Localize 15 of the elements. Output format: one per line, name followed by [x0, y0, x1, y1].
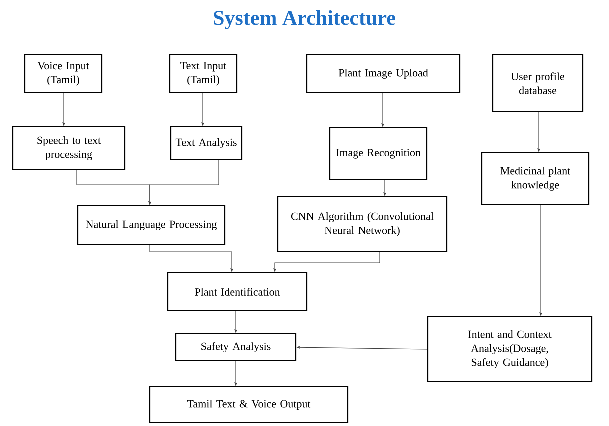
process-box: Text Input (Tamil) [169, 54, 238, 94]
process-box: Voice Input (Tamil) [24, 54, 103, 94]
process-box: Tamil Text & Voice Output [149, 386, 349, 424]
process-box: Speech to text processing [12, 126, 126, 171]
process-box: Plant Image Upload [306, 54, 461, 94]
process-box: CNN Algorithm (Convolutional Neural Network) [277, 196, 448, 253]
process-box: Text Analysis [170, 126, 243, 161]
process-box: Safety Analysis [175, 333, 297, 362]
process-box: User profile database [492, 54, 584, 113]
process-box: Intent and Context Analysis(Dosage, Safety Guidance) [427, 316, 593, 383]
process-box: Plant Identification [167, 272, 308, 312]
title: System Architecture [214, 10, 396, 30]
process-box: Natural Language Processing [77, 205, 226, 246]
process-box: Image Recognition [329, 127, 428, 181]
process-box: Medicinal plant knowledge [481, 152, 590, 206]
